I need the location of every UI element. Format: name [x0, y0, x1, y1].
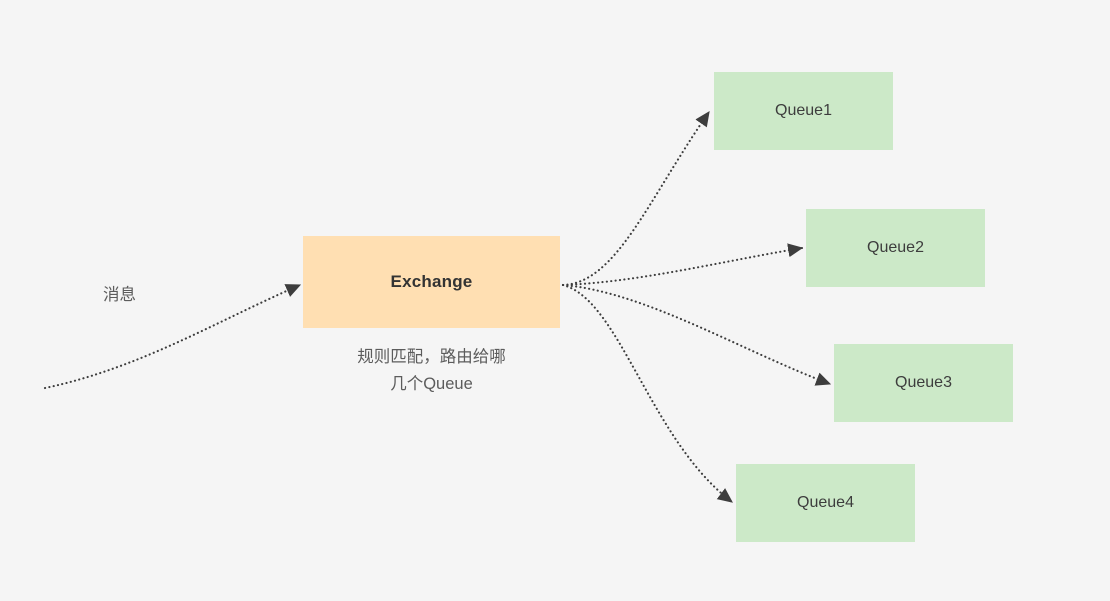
edge-exchange-to-queue4: [561, 283, 734, 504]
edge-label-message: 消息: [103, 286, 136, 304]
node-queue4[interactable]: Queue4: [736, 464, 915, 542]
edge-exchange-to-queue2: [561, 243, 804, 287]
exchange-caption: 规则匹配，路由给哪 几个Queue: [357, 348, 506, 393]
edge-exchange-to-queue1: [561, 110, 711, 287]
edge-exchange-to-queue3: [561, 283, 832, 386]
node-exchange[interactable]: Exchange: [303, 236, 560, 328]
node-queue1[interactable]: Queue1: [714, 72, 893, 150]
node-queue3[interactable]: Queue3: [834, 344, 1013, 422]
node-queue2[interactable]: Queue2: [806, 209, 985, 287]
edge-message-to-exchange: [43, 283, 302, 390]
